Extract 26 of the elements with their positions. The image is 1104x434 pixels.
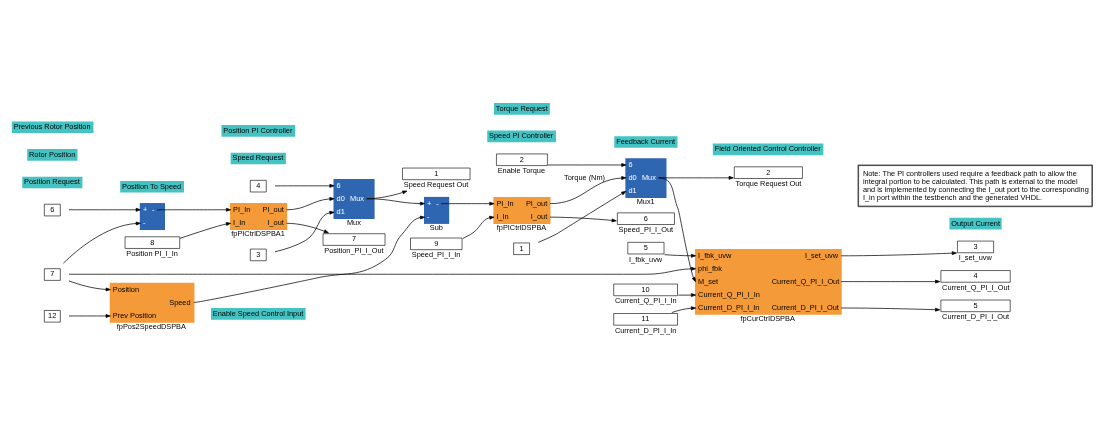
arrow: [366, 198, 425, 206]
arrow: [664, 253, 696, 258]
arrow: [193, 215, 425, 303]
arrow: [156, 207, 232, 212]
arrow: [286, 197, 335, 211]
arrow: [658, 177, 696, 282]
arrow: [549, 176, 627, 204]
arrow: [840, 279, 941, 284]
arrow: [68, 207, 141, 212]
arrow: [179, 222, 232, 239]
arrow: [671, 306, 696, 313]
arrow: [678, 293, 696, 297]
arrow: [537, 191, 627, 243]
arrow: [68, 280, 111, 292]
arrow: [462, 215, 495, 239]
arrow: [274, 210, 335, 253]
arrow: [68, 266, 696, 275]
arrow: [840, 251, 957, 257]
arrow: [286, 222, 329, 234]
arrow: [274, 183, 335, 188]
arrow: [549, 216, 617, 223]
arrow: [68, 314, 111, 318]
arrow: [840, 307, 941, 312]
arrow: [63, 221, 141, 264]
arrow: [440, 201, 495, 206]
arrow: [547, 163, 627, 167]
